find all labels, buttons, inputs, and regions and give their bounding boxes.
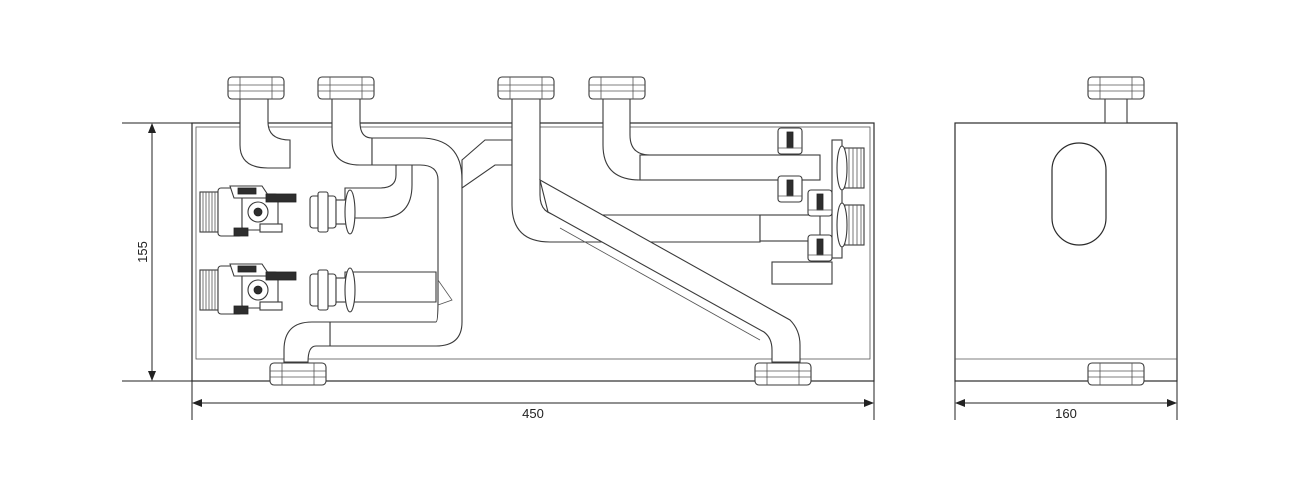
side-view — [954, 76, 1178, 386]
dimension-height-label: 155 — [135, 241, 150, 263]
bottom-fitting-1 — [269, 362, 327, 386]
bottom-fitting-2 — [754, 362, 812, 386]
top-fitting-4 — [588, 76, 646, 100]
dimension-width-side: 160 — [954, 381, 1178, 421]
pipe-bottom-1 — [283, 321, 331, 363]
outlet-right-upper — [836, 145, 865, 191]
ball-valve-upper — [199, 185, 356, 237]
side-bottom-fitting — [1087, 362, 1145, 386]
dimension-width-front: 450 — [191, 381, 875, 421]
side-opening — [1051, 142, 1107, 246]
dimension-width-side-label: 160 — [1055, 406, 1077, 421]
pipe-valve-upper — [344, 164, 413, 219]
top-fitting-2 — [317, 76, 375, 100]
side-top-fitting — [1087, 76, 1145, 100]
dimension-width-front-label: 450 — [522, 406, 544, 421]
side-housing — [954, 122, 1178, 382]
clip-3 — [807, 189, 833, 217]
ball-valve-lower — [199, 263, 356, 315]
outlet-right-lower — [836, 202, 865, 248]
pipe-top-1 — [239, 97, 291, 169]
front-view — [191, 76, 875, 386]
pipe-diagonal — [539, 178, 801, 363]
dimension-height: 155 — [122, 122, 192, 382]
clip-1 — [777, 127, 803, 155]
top-fitting-3 — [497, 76, 555, 100]
pipe-top-2 — [331, 97, 373, 166]
clip-2 — [777, 175, 803, 203]
top-fitting-1 — [227, 76, 285, 100]
clip-4 — [807, 234, 833, 262]
pipe-valve-lower — [344, 271, 437, 303]
